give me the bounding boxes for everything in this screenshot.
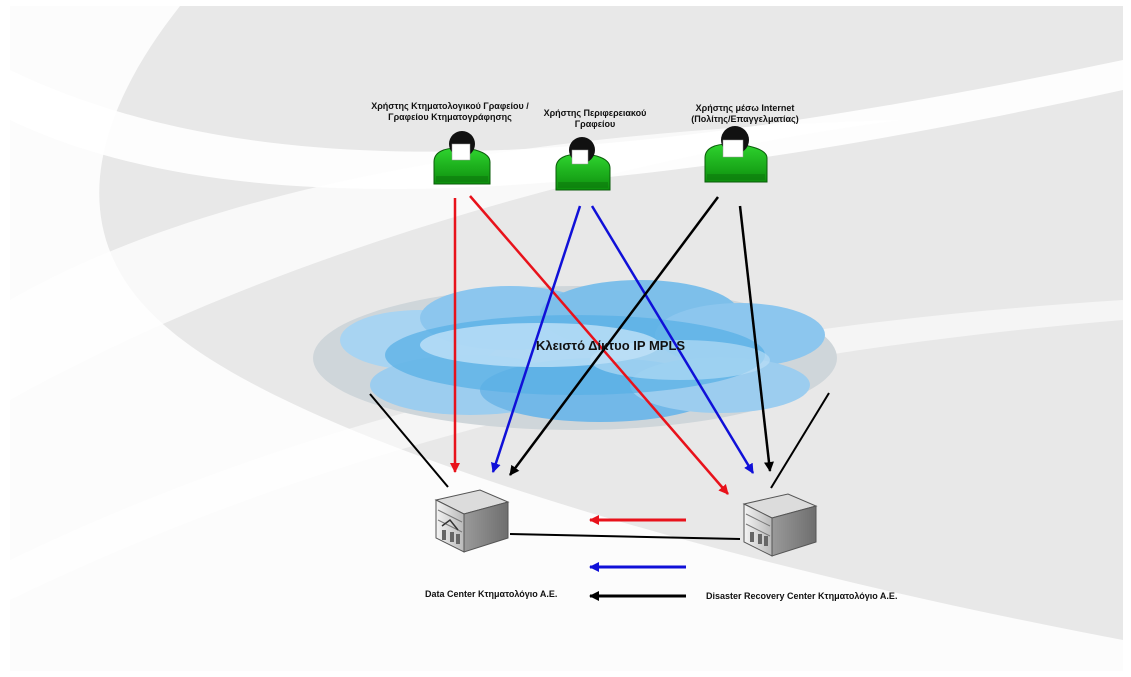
user-label-cadastral: Χρήστης Κτηματολογικού Γραφείου / Γραφεί… xyxy=(371,101,529,122)
user-label-regional: Χρήστης Περιφερειακού Γραφείου xyxy=(543,108,647,129)
dr-center-label: Disaster Recovery Center Κτηματολόγιο Α.… xyxy=(706,591,898,601)
link-cloud-data-center xyxy=(369,393,449,488)
data-center-server-icon xyxy=(434,489,510,553)
dr-center-server-icon xyxy=(742,493,818,557)
arrow-regional-to-dr-center xyxy=(590,205,755,474)
arrow-internet-to-data-center xyxy=(508,196,720,476)
arrow-internet-to-dr-center xyxy=(738,205,774,472)
network-label: Κλειστό Δίκτυο IP MPLS xyxy=(536,338,686,353)
link-cloud-dr-center xyxy=(770,392,830,489)
connections xyxy=(369,195,830,601)
arrow-regional-to-data-center xyxy=(491,205,582,473)
data-center-label: Data Center Κτηματολόγιο Α.Ε. xyxy=(425,589,558,599)
user-icon xyxy=(433,131,491,185)
user-icon xyxy=(704,126,768,183)
link-data-center-dr-center xyxy=(509,533,741,540)
arrow-cadastral-to-dr-center xyxy=(469,195,729,495)
user-label-internet: Χρήστης μέσω Internet (Πολίτης/Επαγγελμα… xyxy=(691,103,799,124)
user-icon xyxy=(555,137,611,191)
